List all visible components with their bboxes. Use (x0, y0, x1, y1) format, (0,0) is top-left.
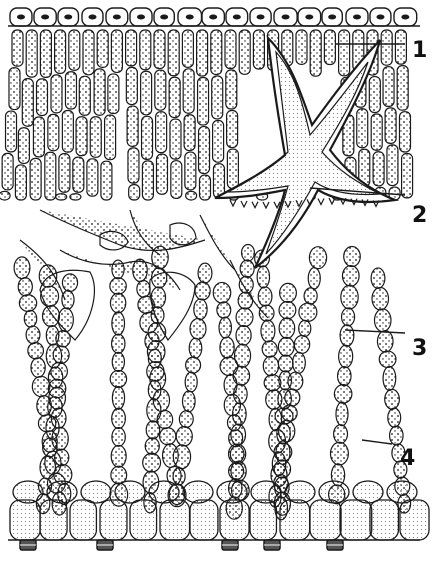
label-4: 4 (400, 446, 415, 471)
label-2: 2 (412, 203, 427, 228)
spongy-cell-chains (14, 244, 411, 519)
stomata (20, 540, 343, 550)
upper-epidermis (8, 8, 420, 26)
lower-epidermis (8, 481, 429, 540)
label-3: 3 (412, 336, 427, 361)
label-1: 1 (412, 38, 427, 63)
leader-line-4 (362, 440, 392, 444)
